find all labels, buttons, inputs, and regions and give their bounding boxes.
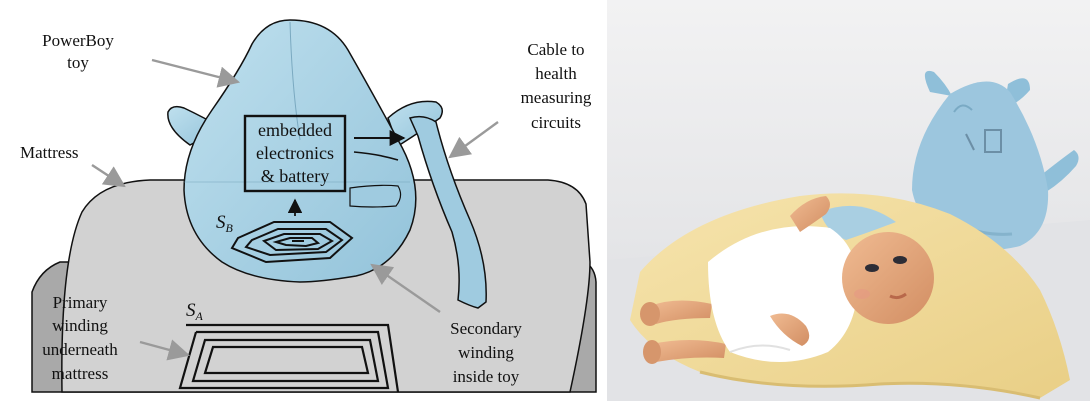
electronics-label-3: & battery xyxy=(261,166,329,186)
primary-label-3: underneath xyxy=(42,340,118,359)
electronics-label-1: embedded xyxy=(258,120,332,140)
cable-label-1: Cable to xyxy=(527,40,584,59)
mattress-arrow xyxy=(92,165,124,186)
secondary-label-2: winding xyxy=(458,343,514,362)
cable-arrow xyxy=(450,122,498,157)
primary-label-1: Primary xyxy=(53,293,108,312)
diagram-panel: embedded electronics & battery PowerBoy … xyxy=(20,20,596,392)
powerboy-label-2: toy xyxy=(67,53,89,72)
cable-label-2: health xyxy=(535,64,577,83)
photo-panel xyxy=(607,0,1090,401)
cable-label-3: measuring xyxy=(521,88,592,107)
toy-arm xyxy=(350,185,401,207)
primary-label-2: winding xyxy=(52,316,108,335)
electronics-label-2: electronics xyxy=(256,143,334,163)
primary-label-4: mattress xyxy=(52,364,109,383)
mattress-label: Mattress xyxy=(20,143,79,162)
secondary-label-3: inside toy xyxy=(453,367,520,386)
powerboy-arrow xyxy=(152,60,238,82)
secondary-label-1: Secondary xyxy=(450,319,522,338)
cable-label-4: circuits xyxy=(531,113,581,132)
powerboy-label-1: PowerBoy xyxy=(42,31,114,50)
